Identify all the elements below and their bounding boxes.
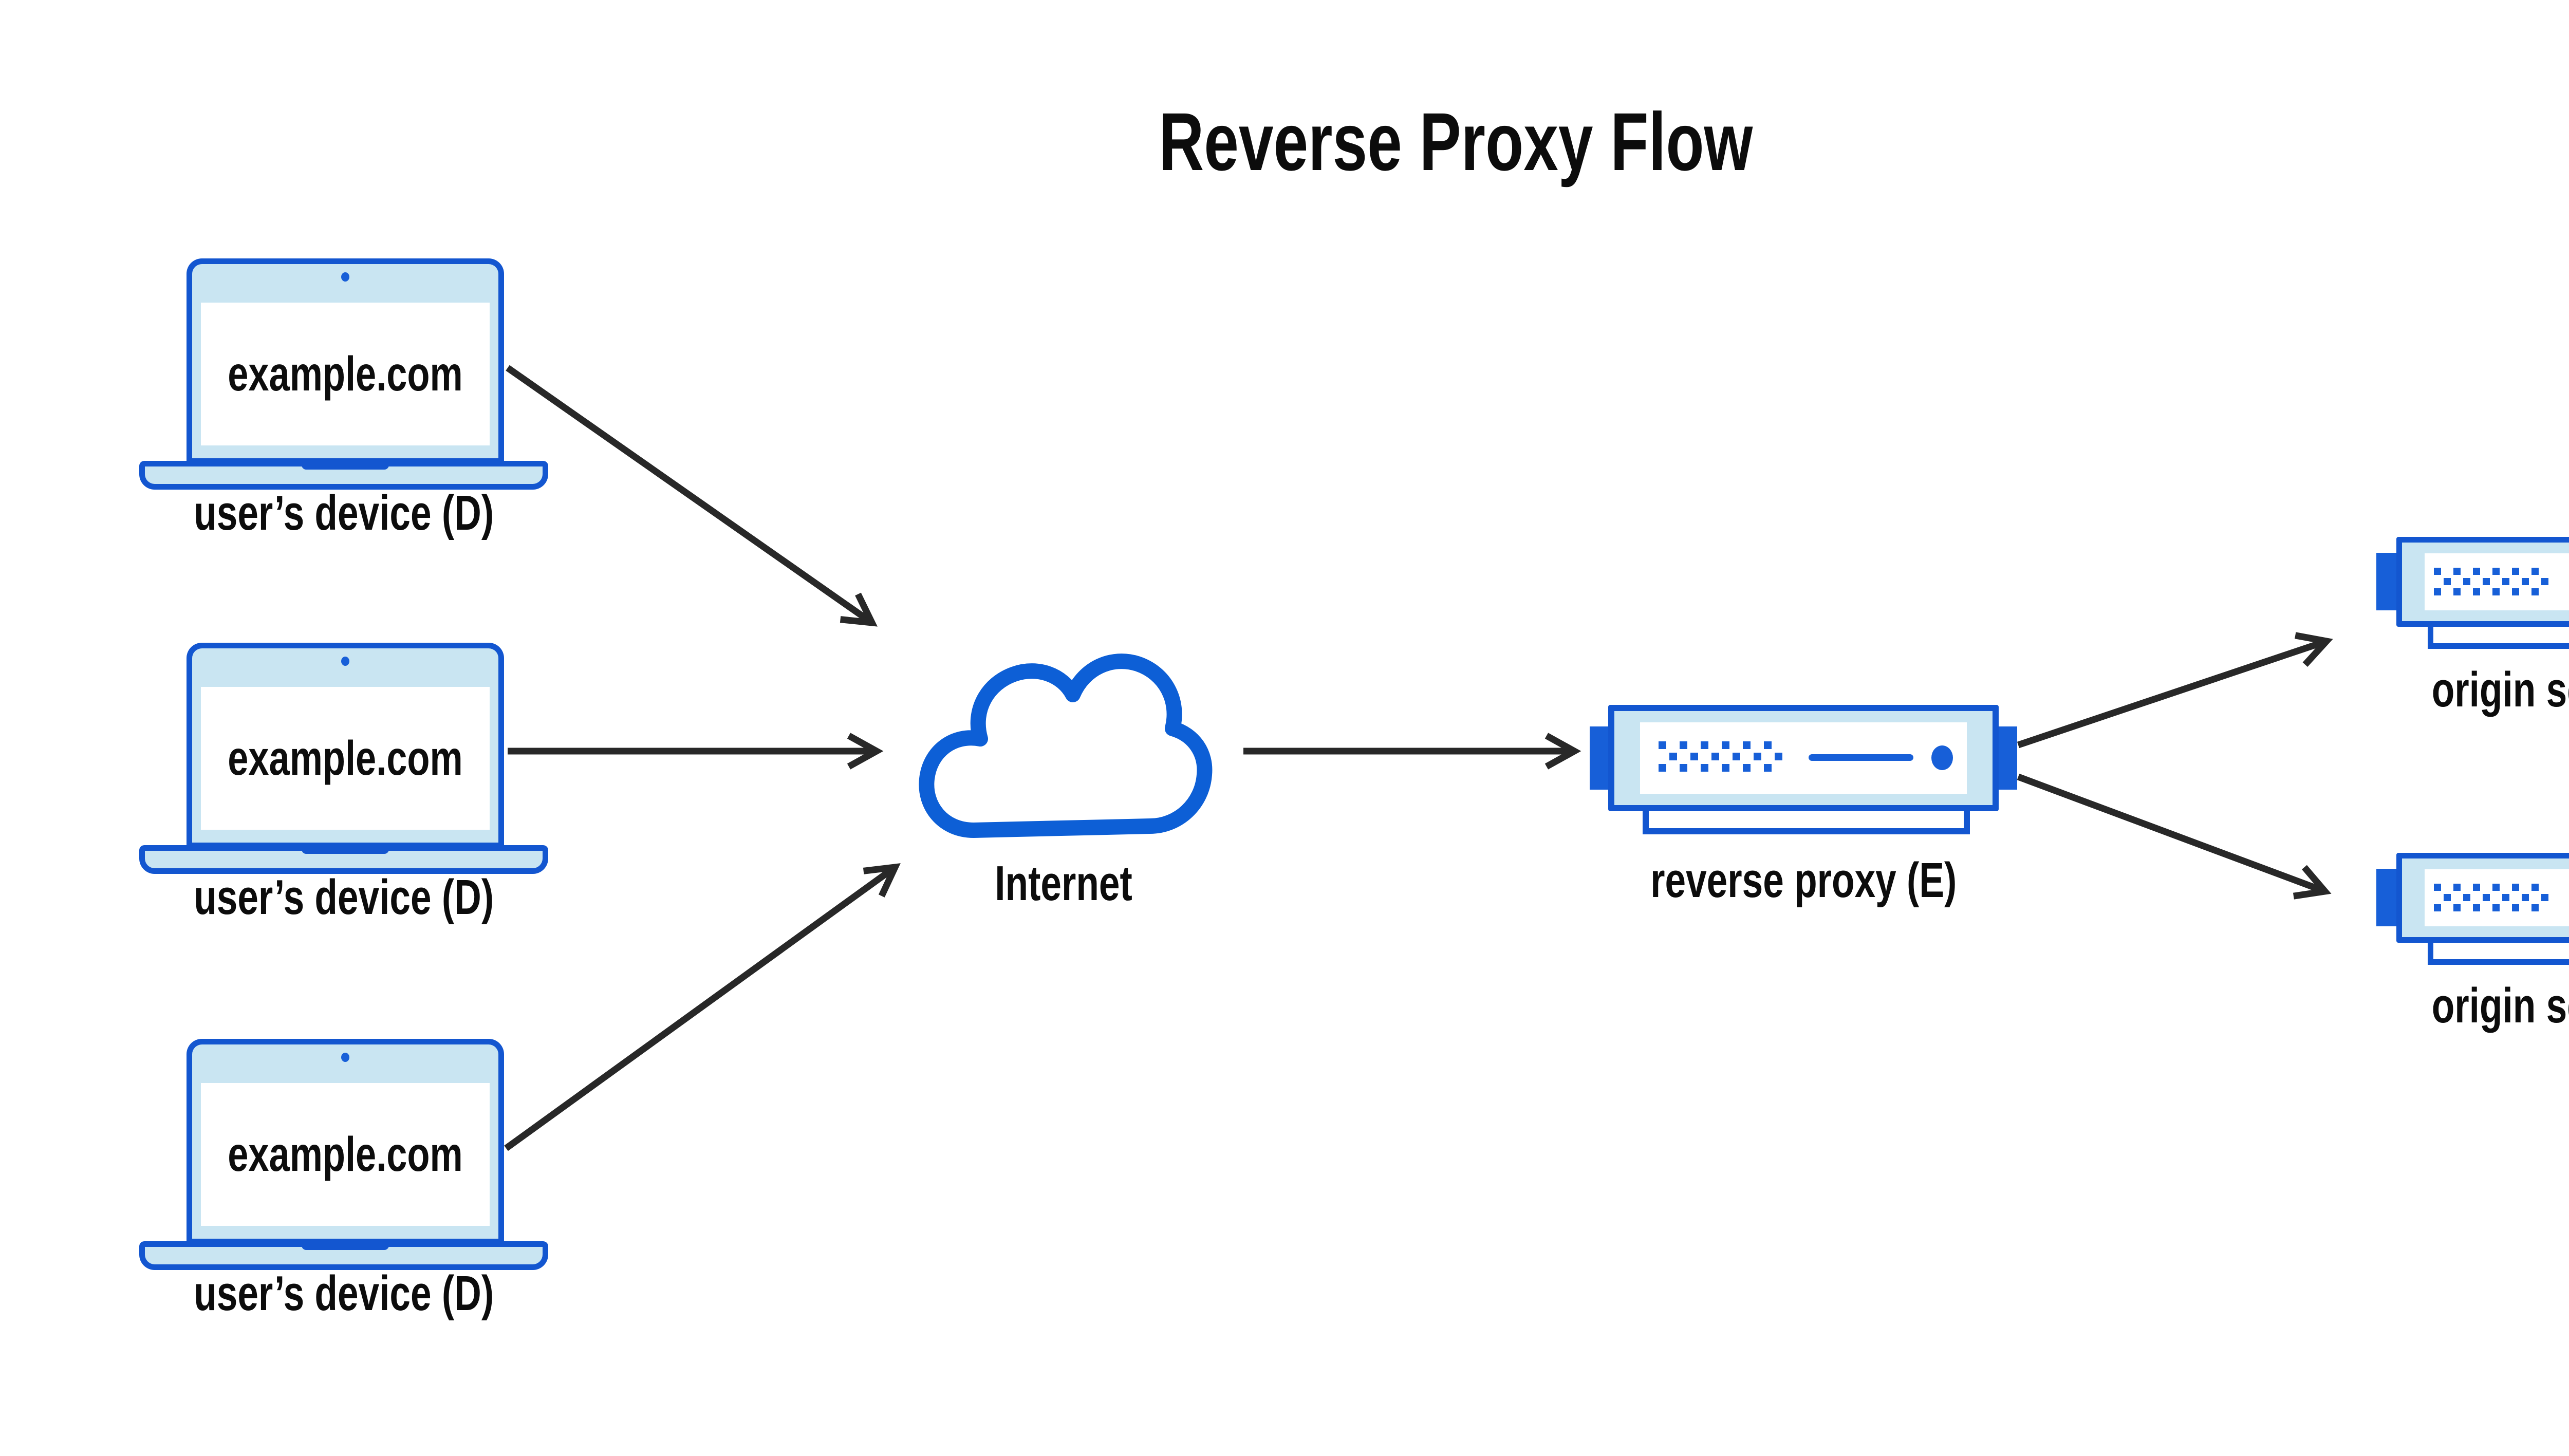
- device-label: user’s device (D): [194, 870, 494, 925]
- camera-dot-icon: [341, 272, 349, 282]
- server-faceplate: [2425, 553, 2569, 610]
- laptop-icon: example.com: [187, 258, 504, 464]
- server-vent-grid-icon: [2434, 884, 2548, 914]
- arrow-device1-to-internet: [506, 365, 878, 627]
- server-vent-grid-icon: [1659, 741, 1782, 775]
- laptop-notch: [302, 1241, 389, 1250]
- laptop-screen: example.com: [201, 303, 490, 445]
- page-title-text: Reverse Proxy Flow: [1159, 96, 1753, 188]
- internet-label: Internet: [995, 856, 1132, 911]
- server-faceplate: [1640, 722, 1967, 794]
- laptop-icon: example.com: [187, 1039, 504, 1244]
- origin-server-label: origin server (F): [2431, 662, 2569, 717]
- reverse-proxy-label: reverse proxy (E): [1650, 853, 1957, 908]
- device-screen-url: example.com: [228, 731, 463, 786]
- internet-node: Internet: [915, 645, 1213, 933]
- user-device-1: example.com user’s device (D): [139, 258, 548, 556]
- device-screen-url: example.com: [228, 346, 463, 401]
- device-label: user’s device (D): [194, 486, 494, 540]
- server-icon: [1608, 705, 1999, 811]
- server-vent-grid-icon: [2434, 568, 2548, 599]
- server-led-icon: [1931, 745, 1953, 770]
- user-device-2: example.com user’s device (D): [139, 643, 548, 941]
- server-icon: [2396, 853, 2569, 943]
- server-faceplate: [2425, 869, 2569, 926]
- origin-server-2-node: origin server (F): [2376, 853, 2569, 1053]
- server-side-tab: [2376, 553, 2399, 610]
- server-icon: [2396, 537, 2569, 627]
- origin-server-label: origin server (F): [2431, 978, 2569, 1033]
- laptop-screen: example.com: [201, 1083, 490, 1226]
- arrow-proxy-to-origin1: [2017, 632, 2333, 749]
- server-side-tab: [2376, 869, 2399, 926]
- laptop-notch: [302, 461, 389, 470]
- device-screen-url: example.com: [228, 1127, 463, 1182]
- laptop-screen: example.com: [201, 687, 490, 830]
- device-label: user’s device (D): [194, 1266, 494, 1321]
- laptop-notch: [302, 845, 389, 854]
- user-device-3: example.com user’s device (D): [139, 1039, 548, 1337]
- laptop-icon: example.com: [187, 643, 504, 848]
- server-slot-icon: [1809, 754, 1913, 761]
- origin-server-1-node: origin server (F): [2376, 537, 2569, 737]
- arrow-proxy-to-origin2: [2017, 773, 2332, 900]
- reverse-proxy-node: reverse proxy (E): [1590, 705, 2017, 921]
- camera-dot-icon: [341, 657, 349, 666]
- page-title: Reverse Proxy Flow: [0, 101, 2569, 183]
- camera-dot-icon: [341, 1053, 349, 1062]
- cloud-icon: [919, 654, 1213, 838]
- arrow-device3-to-internet: [504, 863, 901, 1151]
